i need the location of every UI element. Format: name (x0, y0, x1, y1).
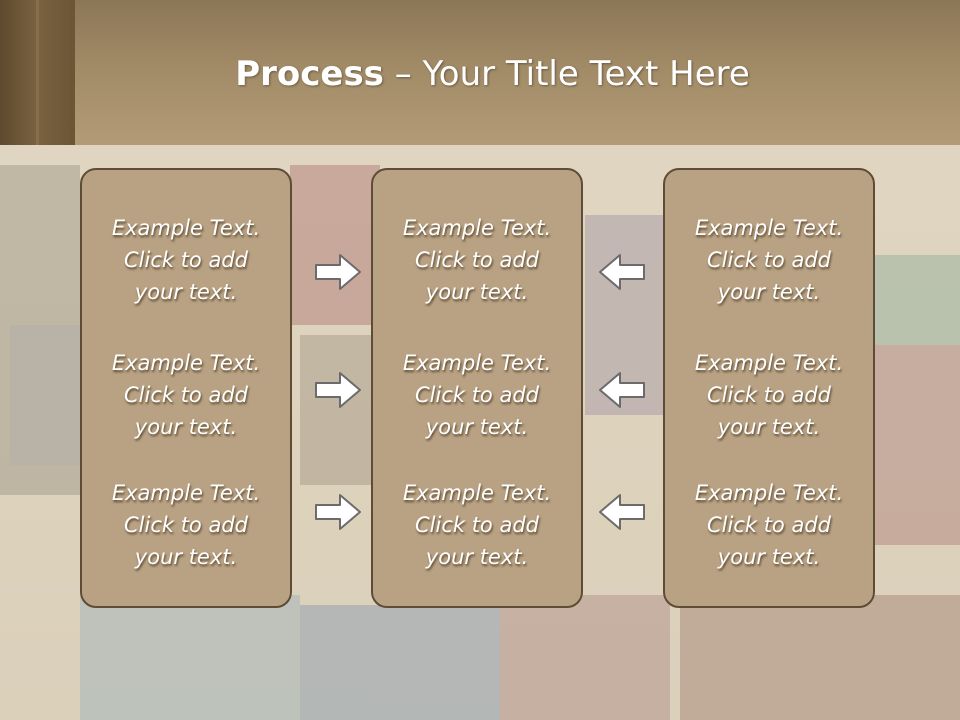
header-accent-line (36, 0, 39, 145)
panel-left[interactable]: Example Text. Click to add your text. Ex… (80, 168, 292, 608)
text-line: your text. (425, 415, 529, 439)
text-line: your text. (134, 280, 238, 304)
arrow-right-icon (315, 254, 361, 290)
text-line: Click to add (123, 513, 248, 537)
slide-title[interactable]: Process – Your Title Text Here (0, 52, 960, 96)
header-band: Process – Your Title Text Here (0, 0, 960, 145)
text-line: Example Text. (402, 481, 552, 505)
text-line: Click to add (414, 248, 539, 272)
panel-right[interactable]: Example Text. Click to add your text. Ex… (663, 168, 875, 608)
panel-middle[interactable]: Example Text. Click to add your text. Ex… (371, 168, 583, 608)
arrow-left-icon (599, 254, 645, 290)
text-block[interactable]: Example Text. Click to add your text. (373, 477, 581, 573)
text-line: your text. (425, 545, 529, 569)
text-line: Click to add (706, 513, 831, 537)
text-line: Example Text. (694, 351, 844, 375)
text-line: Example Text. (402, 351, 552, 375)
text-block[interactable]: Example Text. Click to add your text. (82, 477, 290, 573)
text-line: Click to add (414, 513, 539, 537)
text-line: Example Text. (694, 216, 844, 240)
text-line: your text. (134, 415, 238, 439)
text-line: your text. (134, 545, 238, 569)
text-line: Example Text. (111, 481, 261, 505)
text-block[interactable]: Example Text. Click to add your text. (665, 477, 873, 573)
text-block[interactable]: Example Text. Click to add your text. (373, 347, 581, 443)
arrow-right-icon (315, 372, 361, 408)
text-line: Example Text. (111, 351, 261, 375)
text-line: your text. (717, 280, 821, 304)
text-line: Example Text. (111, 216, 261, 240)
arrow-left-icon (599, 494, 645, 530)
text-block[interactable]: Example Text. Click to add your text. (373, 212, 581, 308)
arrow-right-icon (315, 494, 361, 530)
text-line: Click to add (414, 383, 539, 407)
text-line: Click to add (123, 248, 248, 272)
text-line: Example Text. (694, 481, 844, 505)
text-line: your text. (717, 545, 821, 569)
text-line: Click to add (706, 383, 831, 407)
text-block[interactable]: Example Text. Click to add your text. (82, 347, 290, 443)
text-block[interactable]: Example Text. Click to add your text. (665, 347, 873, 443)
text-line: Click to add (706, 248, 831, 272)
text-line: your text. (425, 280, 529, 304)
text-line: Example Text. (402, 216, 552, 240)
text-block[interactable]: Example Text. Click to add your text. (82, 212, 290, 308)
arrow-left-icon (599, 372, 645, 408)
text-line: Click to add (123, 383, 248, 407)
text-line: your text. (717, 415, 821, 439)
text-block[interactable]: Example Text. Click to add your text. (665, 212, 873, 308)
title-rest: – Your Title Text Here (383, 54, 750, 94)
title-bold: Process (235, 54, 384, 94)
